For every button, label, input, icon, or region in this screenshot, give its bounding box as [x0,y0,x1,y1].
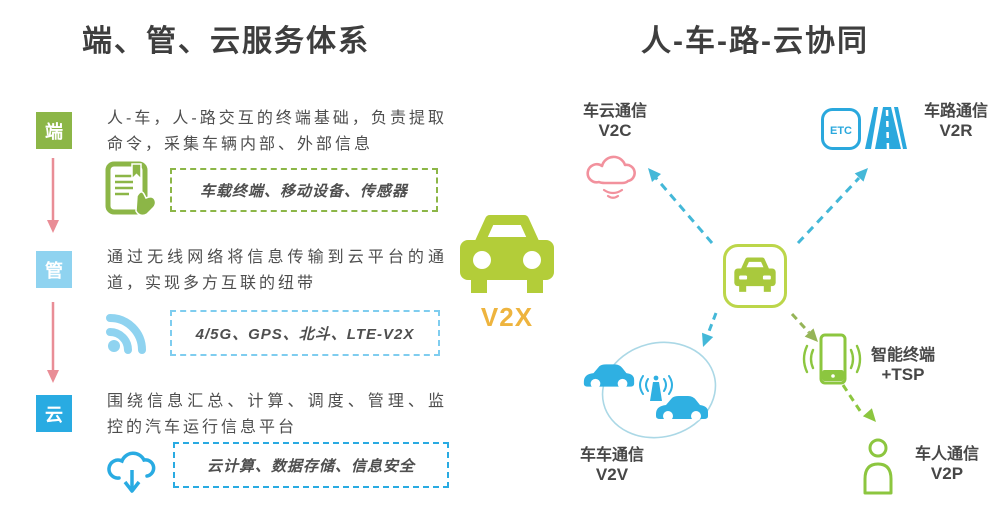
tsp-code: +TSP [881,365,925,384]
v2v-antenna-icon [639,375,673,401]
terminal-examples: 车载终端、移动设备、传感器 [170,168,438,212]
pedestrian-icon [863,438,893,495]
v2p-code: V2P [930,464,964,483]
cloud-description: 围绕信息汇总、计算、调度、管理、监控的汽车运行信息平台 [107,393,447,436]
pipe-description: 通过无线网络将信息传输到云平台的通道，实现多方互联的纽带 [107,249,447,292]
v2v-name: 车车通信 [579,447,644,464]
node-v2v-label: 车车通信 V2V [560,446,664,485]
v2v-car-left-icon [583,364,635,389]
node-v2c-label: 车云通信 V2C [560,102,670,141]
v2x-label: V2X [480,302,534,332]
pipe-badge: 管 [36,251,72,288]
pink-cloud-icon [586,155,636,199]
v2x-car-icon [460,215,554,293]
cloud-download-icon [107,451,156,493]
right-panel-title: 人-车-路-云协同 [641,25,869,58]
tablet-hand-icon [105,161,157,217]
v2r-name: 车路通信 [923,103,988,120]
down-arrow-icon [47,302,59,383]
left-panel-title: 端、管、云服务体系 [82,25,370,58]
vehicle-hub [723,244,787,308]
node-v2p-label: 车人通信 V2P [900,445,994,484]
smartphone-icon [802,333,862,385]
v2c-code: V2C [598,121,632,140]
etc-icon: ETC [821,108,861,150]
highway-icon [865,107,907,150]
v2r-code: V2R [939,121,973,140]
v2c-name: 车云通信 [582,103,647,120]
pipe-examples: 4/5G、GPS、北斗、LTE-V2X [170,310,440,356]
cloud-examples: 云计算、数据存储、信息安全 [173,442,449,488]
wireless-signal-icon [106,314,146,354]
tsp-name: 智能终端 [870,347,935,364]
terminal-badge: 端 [36,112,72,149]
v2v-code: V2V [595,465,629,484]
etc-badge-text: ETC [830,125,852,137]
cloud-badge: 云 [36,395,72,432]
node-tsp-label: 智能终端 +TSP [856,346,950,385]
node-v2r-label: 车路通信 V2R [908,102,1004,141]
v2v-car-right-icon [656,396,708,421]
v2p-name: 车人通信 [914,446,979,463]
hub-car-icon [734,257,776,292]
v2v-ellipse [601,341,717,439]
down-arrow-icon [47,158,59,233]
terminal-description: 人-车，人-路交互的终端基础，负责提取命令，采集车辆内部、外部信息 [107,110,447,153]
